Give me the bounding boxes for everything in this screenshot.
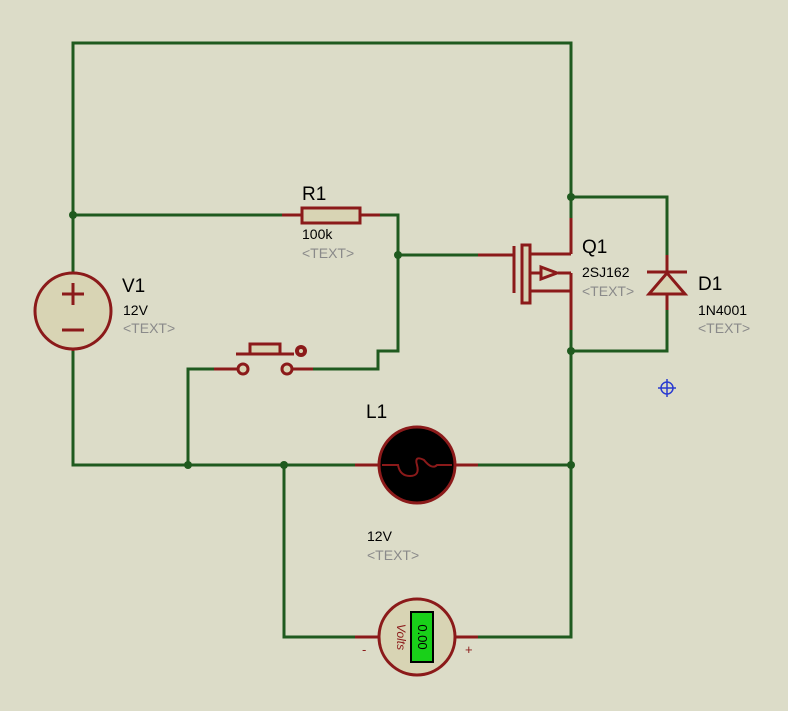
d1-diode[interactable] — [645, 255, 689, 310]
q1-mosfet[interactable] — [478, 218, 573, 330]
meter-unit-label: Volts — [394, 624, 408, 650]
origin-marker-icon — [658, 379, 676, 397]
r1-text-placeholder: <TEXT> — [302, 245, 354, 261]
junction-dot — [280, 461, 288, 469]
voltmeter[interactable]: Volts 0.00 — [355, 597, 478, 677]
d1-ref-label: D1 — [698, 274, 722, 295]
wire-lamp-right — [476, 463, 573, 639]
junction-dot — [567, 347, 575, 355]
l1-ref-label: L1 — [366, 402, 387, 423]
meter-minus-label: - — [362, 642, 366, 657]
junctions — [69, 193, 575, 469]
channel-arrow-icon — [539, 264, 562, 282]
r1-ref-label: R1 — [302, 184, 326, 205]
v1-source[interactable] — [33, 271, 113, 351]
meter-display — [410, 611, 434, 663]
junction-dot — [394, 251, 402, 259]
junction-dot — [69, 211, 77, 219]
d1-value-label: 1N4001 — [698, 302, 747, 318]
junction-dot — [567, 461, 575, 469]
junction-dot — [567, 193, 575, 201]
r1-resistor[interactable] — [282, 206, 380, 225]
v1-text-placeholder: <TEXT> — [123, 320, 175, 336]
push-button-switch[interactable] — [214, 342, 313, 376]
q1-text-placeholder: <TEXT> — [582, 283, 634, 299]
wire-top-loop — [71, 41, 573, 275]
l1-lamp[interactable] — [355, 425, 478, 505]
q1-value-label: 2SJ162 — [582, 264, 630, 280]
v1-value-label: 12V — [123, 302, 149, 318]
d1-text-placeholder: <TEXT> — [698, 320, 750, 336]
wire-gate-to-switch — [311, 253, 400, 371]
r1-value-label: 100k — [302, 226, 333, 242]
meter-plus-label: + — [465, 642, 473, 657]
l1-value-label: 12V — [367, 528, 393, 544]
wire-diode-bottom — [569, 308, 669, 353]
wire-r1-to-gate — [360, 213, 480, 257]
meter-reading: 0.00 — [415, 624, 430, 649]
v1-ref-label: V1 — [122, 276, 145, 297]
wire-meter-left — [282, 463, 357, 639]
wire-bottom-rail — [71, 349, 357, 467]
q1-ref-label: Q1 — [582, 237, 607, 258]
wire-diode-top — [569, 195, 669, 257]
junction-dot — [184, 461, 192, 469]
filament-icon — [382, 457, 452, 478]
l1-text-placeholder: <TEXT> — [367, 547, 419, 563]
wire-switch-to-ground — [186, 367, 216, 467]
